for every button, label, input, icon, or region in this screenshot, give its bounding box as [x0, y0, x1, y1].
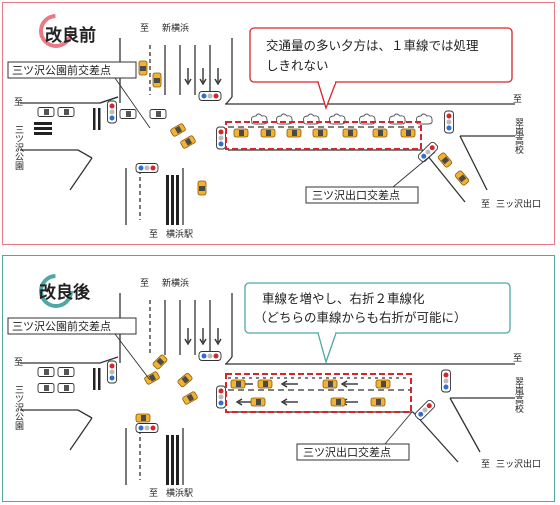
after-zebra [93, 368, 179, 485]
after-directions: 至 新横浜 至 三ツ沢公園 至 翠嵐高校 至 横浜駅 至 三ッ沢出口 [13, 277, 541, 499]
svg-text:三ツ沢公園前交差点: 三ツ沢公園前交差点 [12, 63, 111, 77]
after-diagram: 改良後 [7, 274, 541, 499]
svg-text:翠嵐高校: 翠嵐高校 [513, 118, 524, 155]
svg-text:至: 至 [481, 459, 490, 470]
before-label-exit: 三ツ沢出口交差点 [305, 151, 436, 204]
after-roads [20, 293, 515, 485]
before-callout: 交通量の多い夕方は、１車線では処理 しきれない [249, 27, 513, 110]
svg-text:至: 至 [513, 94, 522, 105]
svg-text:新横浜: 新横浜 [162, 277, 189, 289]
after-badge-text: 改良後 [39, 282, 91, 303]
before-directions: 至 新横浜 至 三ツ沢公園 至 翠嵐高校 至 横浜駅 至 三ッ沢出口 [13, 22, 541, 240]
after-badge: 改良後 [39, 274, 91, 308]
svg-text:三ツ沢公園: 三ツ沢公園 [13, 125, 24, 171]
svg-text:至: 至 [140, 23, 149, 34]
after-callout-line-2: （どちらの車線からも右折が可能に） [254, 310, 467, 325]
before-exhaust [251, 113, 433, 125]
svg-text:横浜駅: 横浜駅 [166, 228, 193, 240]
after-label-park: 三ツ沢公園前交差点 [7, 317, 151, 381]
svg-text:三ツ沢出口交差点: 三ツ沢出口交差点 [303, 445, 391, 459]
svg-text:三ッ沢出口: 三ッ沢出口 [496, 198, 541, 210]
svg-text:翠嵐高校: 翠嵐高校 [513, 377, 524, 414]
svg-text:三ッ沢出口: 三ッ沢出口 [496, 458, 541, 470]
svg-text:至: 至 [14, 97, 23, 108]
svg-text:至: 至 [481, 199, 490, 210]
before-badge: 改良前 [39, 14, 96, 48]
before-label-park: 三ツ沢公園前交差点 [7, 61, 151, 129]
before-callout-line-2: しきれない [266, 58, 329, 73]
svg-text:新横浜: 新横浜 [162, 22, 189, 34]
svg-text:至: 至 [14, 357, 23, 368]
svg-text:横浜駅: 横浜駅 [166, 487, 193, 499]
before-badge-text: 改良前 [45, 25, 96, 46]
after-callout-line-1: 車線を増やし、右折２車線化 [262, 291, 425, 306]
before-diagram: 改良前 [7, 14, 541, 240]
svg-text:至: 至 [513, 353, 522, 364]
after-label-exit: 三ツ沢出口交差点 [296, 411, 413, 461]
svg-text:至: 至 [149, 229, 158, 240]
svg-text:三ツ沢公園: 三ツ沢公園 [13, 385, 24, 431]
before-highlight-box [225, 121, 422, 150]
after-highlight-box [225, 373, 412, 413]
svg-text:至: 至 [140, 278, 149, 289]
after-callout: 車線を増やし、右折２車線化 （どちらの車線からも右折が可能に） [244, 282, 511, 365]
svg-text:至: 至 [149, 488, 158, 499]
before-callout-line-1: 交通量の多い夕方は、１車線では処理 [266, 38, 479, 53]
before-zebra [34, 108, 179, 225]
svg-text:三ツ沢公園前交差点: 三ツ沢公園前交差点 [12, 319, 111, 333]
svg-text:三ツ沢出口交差点: 三ツ沢出口交差点 [312, 188, 400, 202]
